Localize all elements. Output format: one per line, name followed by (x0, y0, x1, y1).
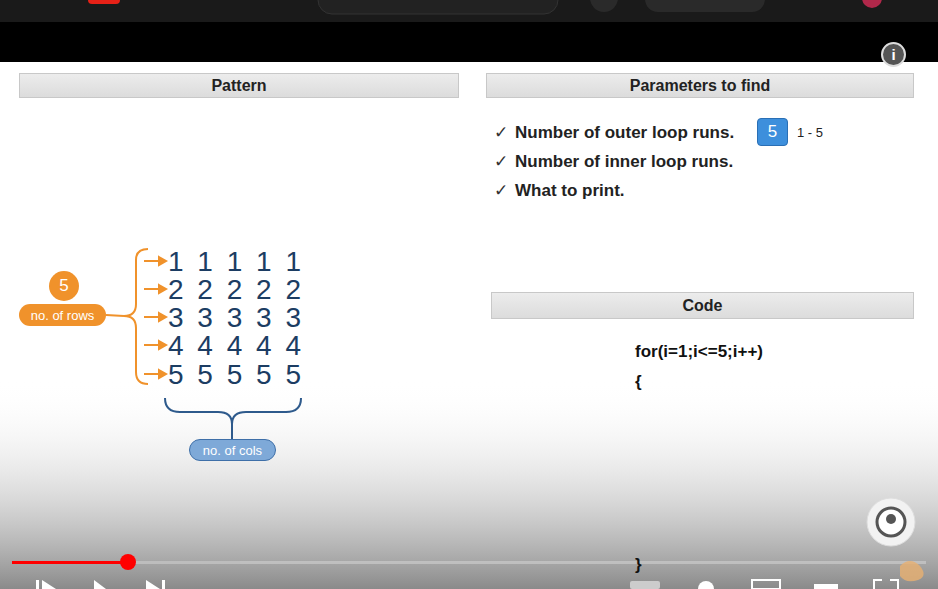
channel-logo-face (877, 508, 905, 536)
search-box (318, 0, 558, 14)
section-header: Code (491, 292, 914, 319)
value-badge: 5 (757, 118, 788, 146)
cols-leader (231, 424, 233, 439)
node-text: no. of rows (31, 308, 95, 323)
player-controls (36, 580, 898, 589)
code-line: { (635, 372, 642, 392)
corner-badge (900, 561, 924, 581)
pattern-row: 1 1 1 1 1 (168, 245, 301, 279)
rows-brace (124, 249, 148, 384)
node-text: Code (683, 297, 723, 315)
pattern-row: 3 3 3 3 3 (168, 301, 301, 335)
row-arrows (144, 257, 166, 378)
cols-brace (165, 398, 301, 424)
header-button (645, 0, 765, 12)
progress-knob (120, 554, 136, 570)
video-top-bar (0, 22, 938, 62)
code-line: for(i=1;i<=5;i++) (635, 342, 763, 362)
avatar (862, 0, 882, 8)
channel-logo-head (886, 514, 896, 524)
rows-leader (106, 315, 124, 316)
range-note: 1 - 5 (797, 125, 823, 141)
check-mark: ✓ (494, 123, 508, 143)
section-header: Parameters to find (486, 73, 914, 98)
channel-logo (867, 498, 915, 546)
code-line: } (635, 555, 642, 575)
pattern-row: 4 4 4 4 4 (168, 329, 301, 363)
section-header: Pattern (19, 73, 459, 98)
header-icon (590, 0, 618, 12)
node-text: i (891, 46, 895, 63)
controls-shade (0, 380, 938, 589)
info-icon: i (881, 42, 906, 67)
node-text: Parameters to find (630, 77, 770, 95)
parameter-item: What to print. (515, 181, 625, 201)
check-mark: ✓ (494, 181, 508, 201)
pattern-row: 5 5 5 5 5 (168, 358, 301, 392)
parameter-item: Number of outer loop runs. (515, 123, 734, 143)
progress-track (12, 561, 926, 564)
node-text: 5 (768, 122, 777, 142)
node-text: no. of cols (203, 443, 262, 458)
progress-buffer (128, 561, 240, 564)
logo-mark (88, 0, 120, 4)
node-text: 5 (59, 276, 68, 296)
check-mark: ✓ (494, 152, 508, 172)
parameter-item: Number of inner loop runs. (515, 152, 733, 172)
progress-played (12, 561, 128, 564)
axis-pill: no. of cols (189, 439, 276, 461)
pattern-row: 2 2 2 2 2 (168, 273, 301, 307)
node-text: Pattern (211, 77, 266, 95)
count-circle: 5 (49, 271, 79, 301)
axis-pill: no. of rows (19, 304, 106, 326)
